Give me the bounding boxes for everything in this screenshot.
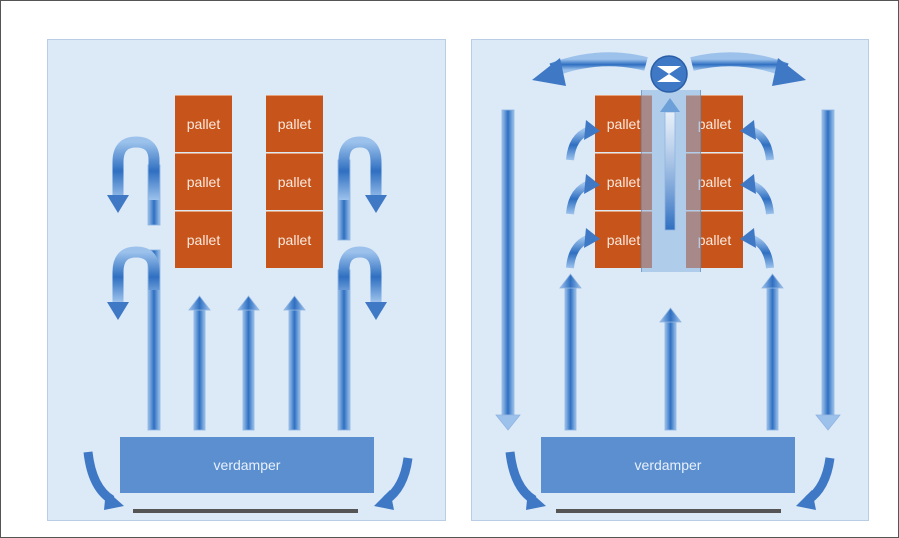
pallet-left-stack-1-top: pallet xyxy=(175,95,232,152)
pallet-left-stack-1-middle: pallet xyxy=(175,153,232,210)
down-arrow-right-room-left xyxy=(495,109,521,431)
vertical-flow-left-outer xyxy=(147,249,161,431)
hook-arrow-left-top xyxy=(112,136,160,200)
hook-arrow-right-bottom xyxy=(338,246,382,302)
floor-line-right xyxy=(556,509,781,513)
curved-inflow-arrows-right xyxy=(748,126,774,269)
top-curved-arrow-right xyxy=(690,52,789,77)
top-curved-arrow-right-head xyxy=(772,58,806,86)
pallet-left-stack-1-bottom: pallet xyxy=(175,211,232,268)
corner-arrow-right-bottom-left-head xyxy=(526,490,546,510)
vertical-flow-right-outer xyxy=(337,269,351,431)
corner-arrow-left-bottom-left-head xyxy=(104,490,124,510)
up-arrow-left-1 xyxy=(188,295,211,431)
hook-arrow-left-bottom-head xyxy=(107,302,129,320)
top-curved-arrow-left xyxy=(549,52,648,77)
up-arrow-right-1 xyxy=(559,273,582,431)
hook-arrow-right-top xyxy=(338,136,382,200)
evaporator-left: verdamper xyxy=(120,437,374,493)
evaporator-right: verdamper xyxy=(541,437,795,493)
curved-inflow-arrows-left xyxy=(566,126,592,269)
floor-line-left xyxy=(133,509,358,513)
pallet-left-stack-2-bottom: pallet xyxy=(266,211,323,268)
up-arrow-left-2 xyxy=(237,295,260,431)
hook-arrow-right-bottom-head xyxy=(365,302,387,320)
pallet-left-stack-2-top: pallet xyxy=(266,95,323,152)
up-arrow-right-2 xyxy=(659,307,682,431)
corner-arrow-left-bottom-right-head xyxy=(374,490,394,510)
up-arrow-right-3 xyxy=(761,273,784,431)
down-arrow-right-room-right xyxy=(815,109,841,431)
pallet-left-stack-2-middle: pallet xyxy=(266,153,323,210)
hook-arrow-left-top-head xyxy=(107,195,129,213)
corner-arrow-right-bottom-right-head xyxy=(796,490,816,510)
top-curved-arrow-left-head xyxy=(532,58,566,86)
curved-inflow-arrow-heads-left xyxy=(584,120,600,248)
curved-inflow-arrow-heads-right xyxy=(740,120,756,248)
fan-icon xyxy=(650,55,688,93)
hook-arrow-right-top-head xyxy=(365,195,387,213)
up-arrow-left-3 xyxy=(283,295,306,431)
tunnel-up-arrow xyxy=(660,98,680,231)
hook-arrow-left-bottom xyxy=(112,246,160,302)
